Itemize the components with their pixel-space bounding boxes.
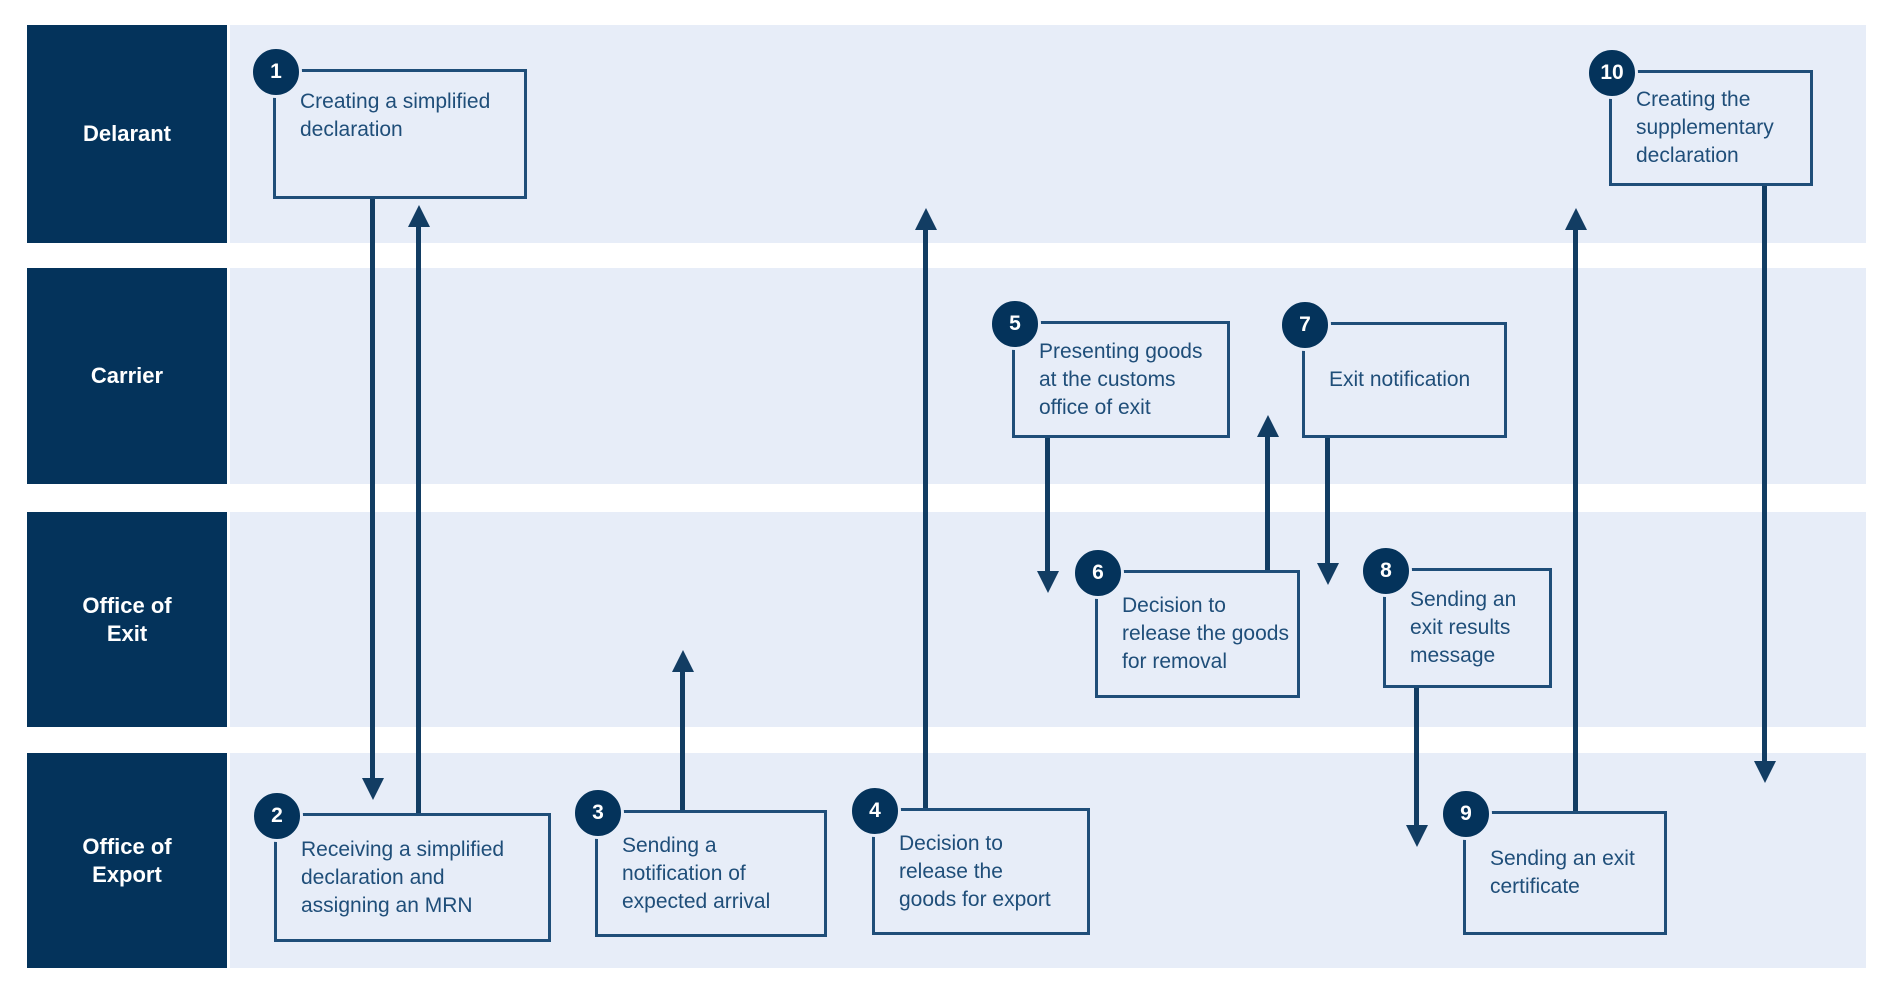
step-label: Receiving a simplified declaration and a… (301, 837, 505, 917)
step-label: Sending an exit results message (1410, 588, 1517, 667)
step-box-2: 2 Receiving a simplified declaration and… (251, 790, 551, 942)
step-box-4: 4 Decision to release the goods for expo… (849, 785, 1090, 935)
arrow-step4-to-delarant (914, 208, 937, 808)
arrow-step9-to-delarant (1564, 208, 1587, 811)
arrow-step3-to-office-of-exit (671, 650, 694, 810)
step-number-badge: 8 (1360, 545, 1412, 597)
step-label: Creating a simplified declaration (300, 90, 491, 141)
step-label: Exit notification (1329, 368, 1471, 391)
lane-label-text: Office of Export (82, 833, 172, 887)
step-number-badge: 4 (849, 785, 901, 837)
lane-label-text: Carrier (90, 363, 164, 388)
step-number-badge: 3 (572, 787, 624, 839)
step-label: Presenting goods at the customs office o… (1039, 339, 1203, 419)
step-number-badge: 10 (1586, 47, 1638, 99)
step-label: Sending an exit certificate (1490, 847, 1635, 898)
step-box-9: 9 Sending an exit certificate (1440, 788, 1667, 935)
arrow-step5-to-office-of-exit (1036, 438, 1059, 593)
step-label: Decision to release the goods for remova… (1122, 594, 1289, 673)
arrowhead-up-icon (1564, 208, 1587, 230)
step-box-8: 8 Sending an exit results message (1360, 545, 1552, 688)
step-number-badge: 1 (250, 46, 302, 98)
arrowhead-up-icon (914, 208, 937, 230)
lane-label-text: Office of Exit (82, 592, 172, 646)
step-number-badge: 5 (989, 298, 1041, 350)
step-box-1: 1 Creating a simplified declaration (250, 46, 527, 199)
step-label: Creating the supplementary declaration (1636, 88, 1774, 167)
arrow-step2-to-step1 (407, 205, 430, 813)
arrow-step6-to-carrier (1256, 415, 1279, 570)
step-box-6: 6 Decision to release the goods for remo… (1072, 547, 1300, 698)
arrowhead-down-icon (361, 778, 384, 800)
arrow-step10-to-office-of-export (1753, 186, 1776, 783)
step-label: Sending a notification of expected arriv… (622, 833, 771, 913)
arrowhead-up-icon (407, 205, 430, 227)
step-box-3: 3 Sending a notification of expected arr… (572, 787, 827, 937)
arrowhead-down-icon (1753, 761, 1776, 783)
arrowhead-down-icon (1316, 563, 1339, 585)
arrowhead-up-icon (1256, 415, 1279, 437)
arrow-step8-to-office-of-export (1405, 688, 1428, 847)
arrow-step1-to-step2 (361, 199, 384, 800)
lane-label-delarant: Delarant (27, 25, 227, 243)
step-number-badge: 7 (1279, 299, 1331, 351)
lane-label-office-of-exit: Office of Exit (27, 512, 227, 727)
arrowhead-down-icon (1036, 571, 1059, 593)
step-box-7: 7 Exit notification (1279, 299, 1507, 438)
lane-label-carrier: Carrier (27, 268, 227, 484)
lane-label-office-of-export: Office of Export (27, 753, 227, 968)
step-number-badge: 2 (251, 790, 303, 842)
arrowhead-down-icon (1405, 825, 1428, 847)
arrow-step7-to-office-of-exit (1316, 438, 1339, 585)
step-number-badge: 6 (1072, 547, 1124, 599)
step-box-5: 5 Presenting goods at the customs office… (989, 298, 1230, 438)
lane-label-text: Delarant (82, 121, 172, 146)
step-label: Decision to release the goods for export (899, 831, 1051, 911)
step-number-badge: 9 (1440, 788, 1492, 840)
arrowhead-up-icon (671, 650, 694, 672)
step-box-10: 10 Creating the supplementary declaratio… (1586, 47, 1813, 186)
